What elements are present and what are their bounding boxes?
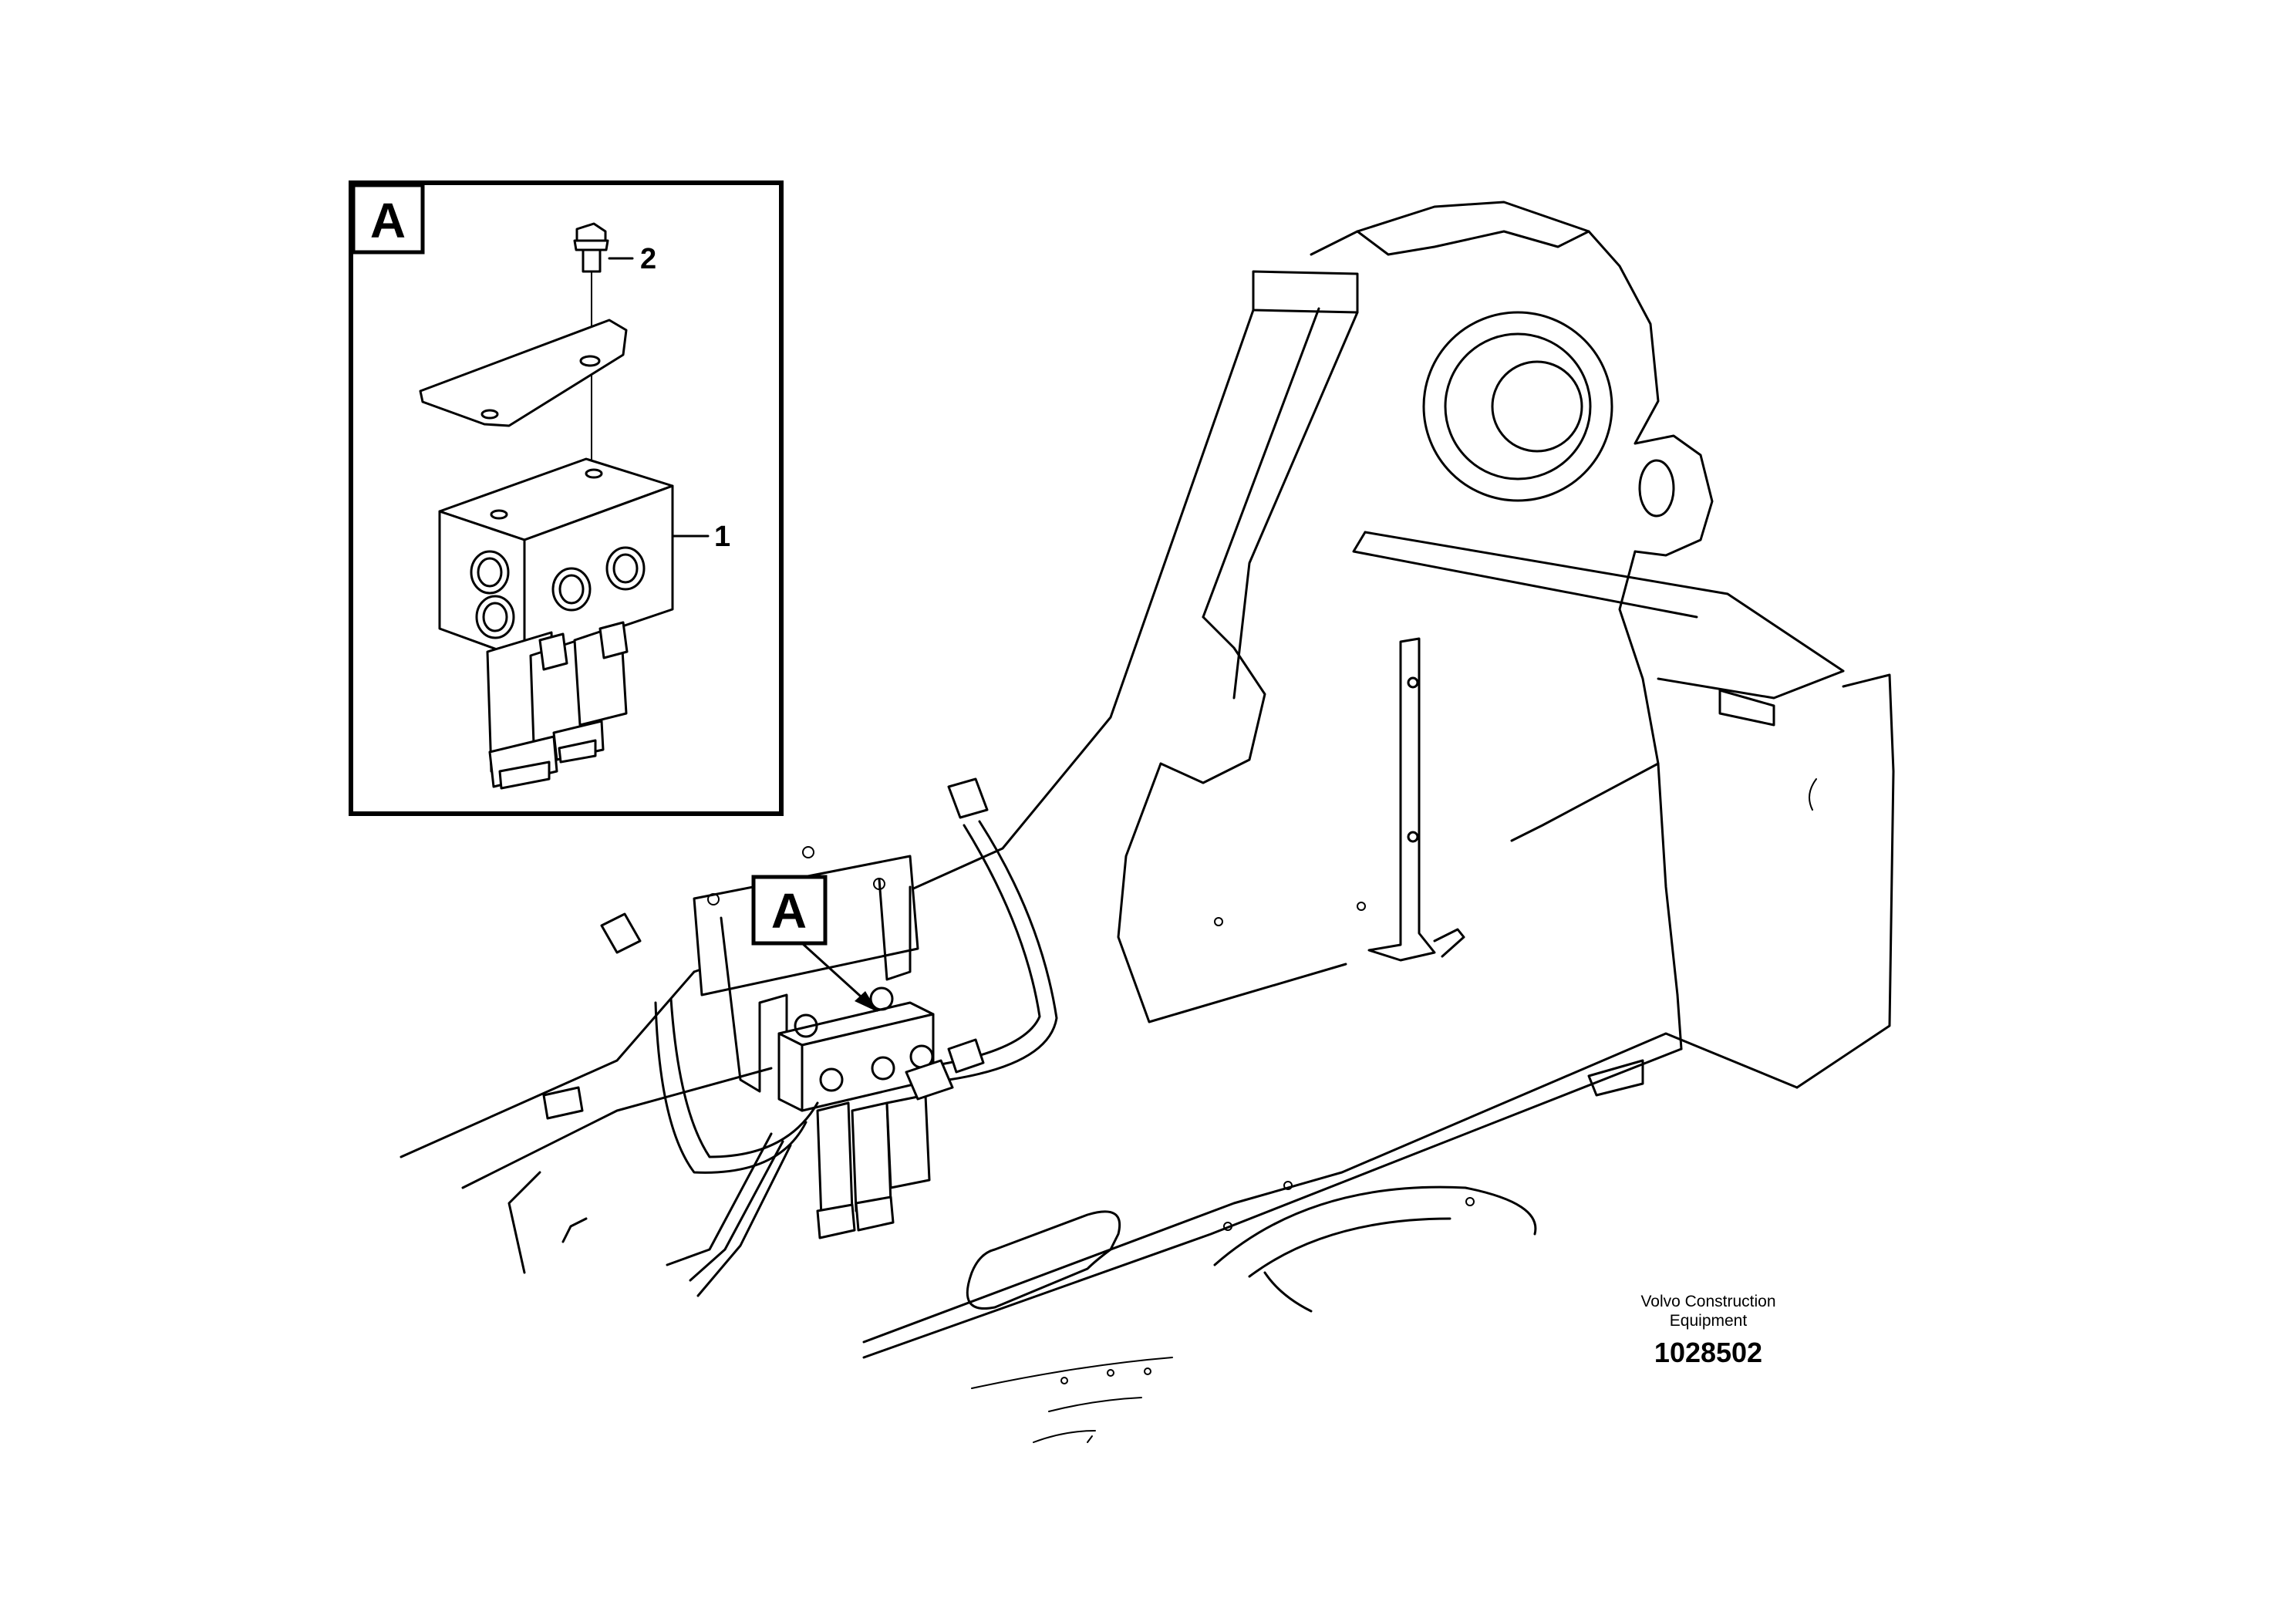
- part-number-1: 1: [714, 521, 730, 553]
- detail-view-a: A: [349, 180, 784, 816]
- detail-view-label-box: [351, 183, 425, 255]
- bolt-part-2: [573, 222, 609, 471]
- footer-title-block: Volvo Construction Equipment 1028502: [1640, 1293, 1775, 1368]
- valve-assembly-main: [600, 777, 1058, 1297]
- company-name-line2: Equipment: [1670, 1312, 1748, 1330]
- machine-structure-drawing: [400, 201, 1895, 1443]
- detail-view-letter: A: [370, 193, 406, 248]
- part-number-2: 2: [640, 243, 656, 275]
- valve-block-part-1: [438, 457, 674, 790]
- company-name-line1: Volvo Construction: [1640, 1293, 1775, 1310]
- callout-a-main-letter: A: [771, 883, 807, 939]
- drawing-number: 1028502: [1654, 1337, 1762, 1368]
- callout-a-main: A: [751, 875, 878, 1012]
